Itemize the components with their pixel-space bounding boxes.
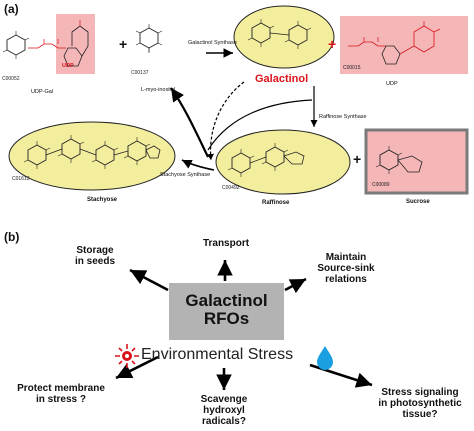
stachyose-ellipse [8, 121, 176, 191]
sucrose-id: C00089 [372, 182, 390, 188]
raffinose-name: Raffinose [262, 200, 290, 206]
arrow-to-source-sink [284, 277, 307, 294]
center-title-rfos: RFOs [203, 308, 250, 328]
transport-label: Transport [202, 238, 250, 249]
source-sink-line-1: Maintain [325, 252, 367, 263]
udp-product-box [340, 16, 468, 74]
myo-inositol-id: C00137 [131, 70, 149, 76]
udp-gal-structure [2, 20, 89, 67]
panel-a-label: (a) [4, 2, 19, 16]
udp-gal-id: C00052 [2, 76, 20, 82]
udp-product-id: C00015 [343, 65, 361, 71]
stress-signaling-line-2: in photosynthetic [378, 398, 462, 409]
raffinose-id: C00492 [222, 185, 240, 191]
stress-burst-icon [115, 344, 139, 368]
myo-inositol-structure [135, 23, 163, 53]
storage-label: Storage in seeds [64, 245, 126, 267]
stachyose-synthase-label: Stachyose Synthase [160, 172, 211, 178]
stress-signaling-line-3: tissue? [402, 409, 438, 420]
scavenge-line-1: Scavenge [200, 394, 248, 405]
udp-highlight-box [56, 14, 95, 74]
stress-signaling-label: Stress signaling in photosynthetic tissu… [368, 387, 472, 420]
center-title-galactinol: Galactinol [185, 291, 268, 310]
source-sink-line-2: Source-sink [317, 263, 375, 274]
panel-b-label: (b) [4, 230, 20, 244]
stachyose-structure [23, 134, 161, 170]
protect-membrane-label: Protect membrane in stress ? [6, 383, 116, 405]
arrow-to-stress-signaling [309, 363, 373, 388]
scavenge-line-3: radicals? [202, 416, 246, 427]
water-drop-icon [317, 346, 333, 370]
plus-sign-3: + [353, 151, 362, 167]
arrow-to-storage [129, 268, 169, 292]
galactinol-rfos-box: Galactinol RFOs [169, 283, 284, 340]
raffinose-ellipse [215, 129, 351, 195]
protect-membrane-line-1: Protect membrane [17, 383, 105, 394]
galactinol-structure [247, 18, 312, 50]
stachyose-synthase-arrow [170, 87, 209, 158]
raffinose-input-curve [207, 99, 313, 151]
source-sink-line-3: relations [325, 274, 367, 285]
udp-product-name: UDP [386, 81, 398, 87]
sucrose-box [364, 128, 469, 195]
stachyose-name: Stachyose [87, 197, 118, 203]
scavenge-line-2: hydroxyl [203, 405, 245, 416]
udp-product-structure [348, 21, 441, 65]
myo-inositol-name: L-myo-inositol [141, 87, 176, 93]
udp-gal-name: UDP-Gal [31, 89, 54, 95]
storage-line-2: in seeds [74, 256, 116, 267]
sucrose-structure [375, 145, 423, 175]
arrow-to-protect-membrane [115, 355, 159, 380]
galactinol-synthase-label: Galactinol Synthase [188, 40, 237, 46]
sucrose-name: Sucrose [406, 199, 430, 205]
source-sink-label: Maintain Source-sink relations [306, 252, 386, 285]
scavenge-label: Scavenge hydroxyl radicals? [182, 394, 266, 427]
stachyose-id: C01613 [12, 176, 30, 182]
raffinose-synthase-label: Raffinose Synthase [319, 114, 367, 120]
stress-signaling-line-1: Stress signaling [381, 387, 459, 398]
protect-membrane-line-2: in stress ? [35, 394, 87, 405]
udp-gal-udp-tag: UDP [62, 63, 74, 69]
environmental-stress-label: Environmental Stress [141, 346, 294, 363]
raffinose-structure [227, 142, 305, 178]
plus-sign-1: + [119, 36, 128, 52]
plus-sign-2: + [328, 36, 337, 52]
storage-line-1: Storage [76, 245, 114, 256]
galactinol-name: Galactinol [255, 73, 309, 85]
raffinose-to-stachyose-arrow [181, 159, 215, 171]
galactinol-ellipse [233, 5, 335, 69]
